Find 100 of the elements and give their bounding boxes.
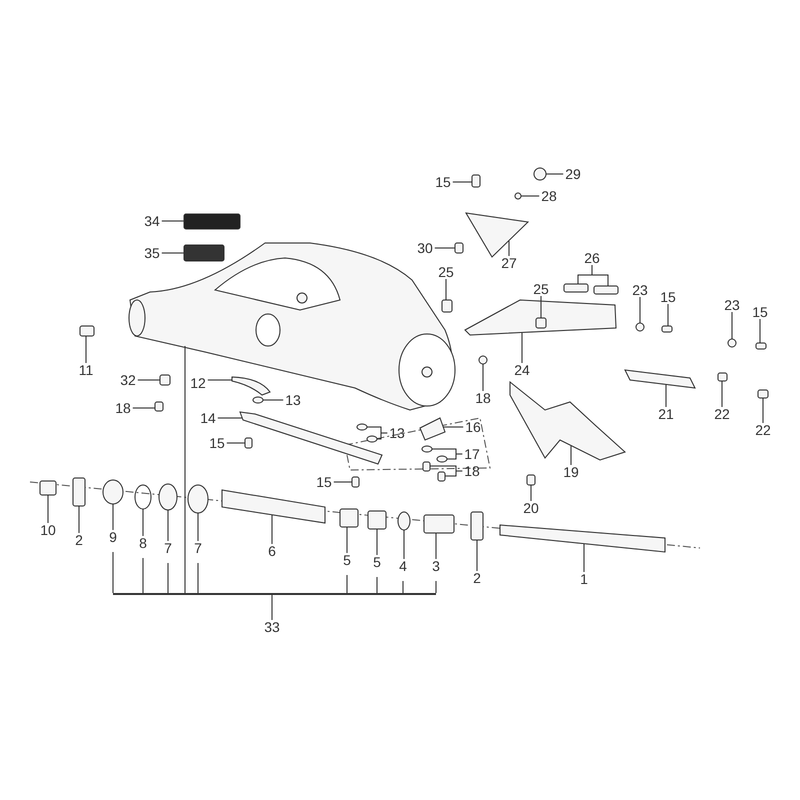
leader-line xyxy=(442,426,464,428)
leader-line xyxy=(482,364,484,392)
leader-line xyxy=(592,264,608,286)
chain-guard-drawing xyxy=(464,300,617,336)
nut-drawing xyxy=(718,372,728,382)
callout-number: 2 xyxy=(75,532,83,548)
adjuster-plate-drawing xyxy=(72,478,86,506)
washer-drawing xyxy=(366,436,378,442)
callout-number: 5 xyxy=(343,552,351,568)
needle-bearing-drawing xyxy=(368,510,386,530)
callout-number: 3 xyxy=(432,558,440,574)
leader-line xyxy=(446,454,463,460)
callout-number: 25 xyxy=(533,281,549,297)
callout-number: 20 xyxy=(523,500,539,516)
callout-number: 27 xyxy=(501,255,517,271)
callout-number: 29 xyxy=(565,166,581,182)
callout-number: 1 xyxy=(580,571,588,587)
leader-line xyxy=(161,220,184,222)
washer-drawing xyxy=(636,322,644,332)
callout-number: 34 xyxy=(144,213,160,229)
screw-drawing xyxy=(244,438,252,448)
leader-line xyxy=(476,540,478,572)
callout-number: 5 xyxy=(373,554,381,570)
callout-number: 23 xyxy=(632,282,648,298)
guide-drawing xyxy=(419,417,446,441)
screw-drawing xyxy=(514,192,522,200)
leader-line xyxy=(78,506,80,534)
leader-line xyxy=(444,470,463,476)
sticker-drawing xyxy=(184,214,240,230)
plate-drawing xyxy=(232,376,270,396)
spacer-drawing xyxy=(442,300,452,312)
circlip-drawing xyxy=(134,484,152,510)
callout-number: 13 xyxy=(285,392,301,408)
bearing-drawing xyxy=(188,484,208,514)
callout-number: 15 xyxy=(316,474,332,490)
bearing-drawing xyxy=(158,484,178,510)
callout-number: 14 xyxy=(200,410,216,426)
callout-number: 18 xyxy=(115,400,131,416)
callout-number: 12 xyxy=(190,375,206,391)
callout-number: 24 xyxy=(514,362,530,378)
bolt-drawing xyxy=(758,390,768,398)
callout-number: 35 xyxy=(144,245,160,261)
callout-number: 21 xyxy=(658,406,674,422)
bushing-drawing xyxy=(102,480,124,504)
callout-number: 15 xyxy=(435,174,451,190)
callout-number: 16 xyxy=(465,419,481,435)
callout-number: 22 xyxy=(714,406,730,422)
bolt-drawing xyxy=(564,284,588,292)
callout-number: 28 xyxy=(541,188,557,204)
adjuster-plate-drawing xyxy=(470,512,484,540)
needle-bearing-drawing xyxy=(340,508,358,528)
seal-drawing xyxy=(398,512,410,530)
callout-number: 15 xyxy=(209,435,225,451)
nut-drawing xyxy=(40,480,56,496)
callout-number: 25 xyxy=(438,264,454,280)
washer-drawing xyxy=(252,396,264,404)
nut-drawing xyxy=(478,356,488,364)
callout-number: 10 xyxy=(40,522,56,538)
bracket-drawing xyxy=(465,212,530,258)
bolt-drawing xyxy=(756,342,766,350)
callout-number: 9 xyxy=(109,529,117,545)
callout-number: 26 xyxy=(584,250,600,266)
washer-drawing xyxy=(422,446,432,452)
callout-number: 30 xyxy=(417,240,433,256)
callout-number: 23 xyxy=(724,297,740,313)
screw-drawing xyxy=(422,462,430,472)
callout-number: 17 xyxy=(464,446,480,462)
callout-number: 7 xyxy=(164,540,172,556)
leader-line xyxy=(508,240,510,256)
bushing-drawing xyxy=(454,242,464,254)
callout-number: 32 xyxy=(120,372,136,388)
clip-drawing xyxy=(160,374,170,386)
bolt-drawing xyxy=(662,326,672,332)
leader-line xyxy=(142,508,144,536)
mudguard-drawing xyxy=(510,380,626,461)
leader-line xyxy=(376,432,388,440)
callout-number: 15 xyxy=(752,304,768,320)
leader-line xyxy=(376,528,378,556)
leader-line xyxy=(530,484,532,502)
washer-drawing xyxy=(728,338,736,348)
callout-number: 15 xyxy=(660,289,676,305)
callout-number: 18 xyxy=(464,463,480,479)
bolt-drawing xyxy=(594,286,618,294)
leader-line xyxy=(112,504,114,530)
axle-drawing xyxy=(500,524,666,553)
callout-number: 7 xyxy=(194,540,202,556)
callout-number: 33 xyxy=(264,619,280,635)
callout-number: 2 xyxy=(473,570,481,586)
plug-drawing xyxy=(80,326,94,336)
leader-line xyxy=(161,252,184,254)
screw-drawing xyxy=(438,472,446,482)
leader-line xyxy=(540,296,542,318)
bolt-drawing xyxy=(472,174,480,188)
callout-number: 4 xyxy=(399,558,407,574)
callout-number: 8 xyxy=(139,535,147,551)
washer-drawing xyxy=(356,424,368,430)
callout-number: 6 xyxy=(268,543,276,559)
sleeve-drawing xyxy=(222,489,326,524)
washer-drawing xyxy=(436,456,448,462)
arm-drawing xyxy=(624,369,696,389)
